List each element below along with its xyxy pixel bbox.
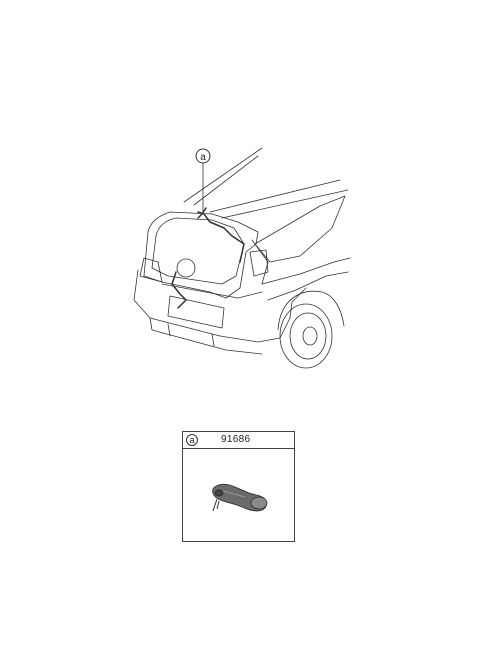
bumper-lower — [167, 323, 171, 337]
rear-glass — [151, 217, 245, 285]
roof-line — [209, 179, 341, 213]
part-number: 91686 — [221, 434, 251, 445]
rear-wiper-hub — [176, 258, 196, 278]
body-side — [261, 257, 351, 285]
roof-line — [193, 155, 259, 206]
parts-table: a 91686 — [182, 431, 295, 542]
callout-circle — [195, 148, 211, 164]
c-pillar — [251, 239, 269, 285]
tailgate-outline — [143, 211, 259, 299]
parts-table-header: a 91686 — [183, 432, 294, 449]
part-letter: a — [186, 434, 198, 446]
body-side — [289, 287, 307, 319]
body-side — [267, 271, 349, 301]
roof-line — [183, 147, 263, 203]
rear-wheel-hub — [302, 326, 318, 346]
tail-lamp-right — [249, 249, 269, 277]
wheel-arch — [277, 290, 345, 331]
harness-connector-icon — [212, 483, 268, 512]
roof-line — [221, 189, 349, 219]
callout-letter: a — [200, 152, 206, 163]
rear-wheel — [279, 303, 333, 369]
tail-lamp-left — [139, 257, 163, 283]
rear-wheel-rim — [289, 312, 327, 360]
wiring-harness — [197, 211, 245, 263]
bumper-lower — [211, 333, 215, 347]
wiring-harness — [171, 271, 187, 309]
light-bar — [161, 283, 263, 299]
bumper-lower — [149, 317, 263, 355]
wiring-harness — [197, 207, 207, 219]
license-plate-recess — [167, 295, 225, 329]
side-glass — [254, 195, 346, 263]
